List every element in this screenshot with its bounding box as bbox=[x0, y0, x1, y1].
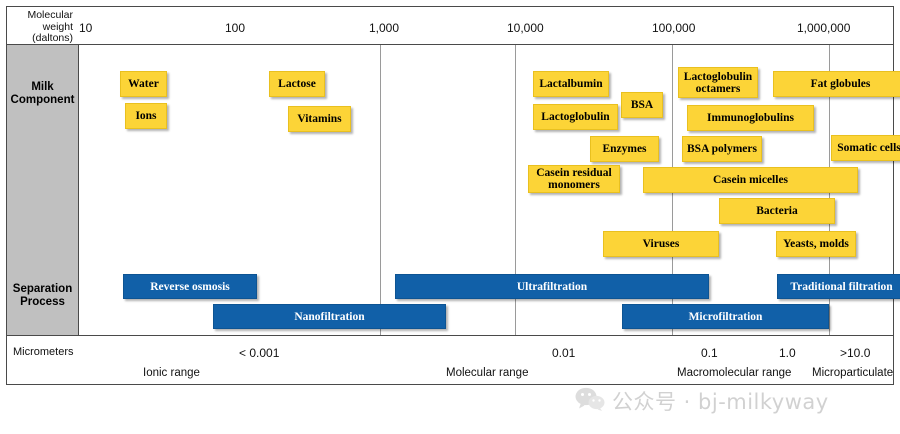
milk-component-box: Enzymes bbox=[590, 136, 659, 162]
size-range-label: Molecular range bbox=[446, 367, 529, 379]
molecular-weight-tick: 100 bbox=[225, 21, 246, 35]
mw-label-line-1: Molecular bbox=[27, 9, 73, 21]
milk-component-box: Water bbox=[120, 71, 167, 97]
sidebar-label-milk-component: Milk Component bbox=[10, 81, 75, 106]
milk-component-box: Lactoglobulin bbox=[533, 104, 618, 130]
size-range-label: Microparticulate bbox=[812, 367, 894, 379]
separation-process-box: Ultrafiltration bbox=[395, 274, 709, 299]
milk-component-box: Casein micelles bbox=[643, 167, 858, 193]
separation-process-box: Traditional filtration bbox=[777, 274, 900, 299]
micrometer-axis: Micrometers < 0.001 0.01 0.1 1.0 >10.0 Ionic… bbox=[7, 335, 893, 385]
milk-component-box: Fat globules bbox=[773, 71, 900, 97]
milk-filtration-chart: Molecular weight (daltons) 10 100 1,000 10,… bbox=[6, 6, 900, 385]
micrometer-tick: >10.0 bbox=[840, 346, 871, 360]
molecular-weight-axis-label: Molecular weight (daltons) bbox=[11, 9, 73, 45]
separation-process-box: Nanofiltration bbox=[213, 304, 446, 329]
molecular-weight-tick: 1,000 bbox=[369, 21, 400, 35]
gridline bbox=[380, 45, 381, 335]
molecular-weight-axis: Molecular weight (daltons) 10 100 1,000 10,… bbox=[7, 7, 893, 45]
molecular-weight-tick: 100,000 bbox=[652, 21, 696, 35]
size-range-label: Macromolecular range bbox=[677, 367, 792, 379]
milk-component-box: Lactalbumin bbox=[533, 71, 609, 97]
milk-component-box: Bacteria bbox=[719, 198, 835, 224]
row-category-sidebar: Milk Component Separation Process bbox=[7, 45, 79, 335]
milk-component-box: Yeasts, molds bbox=[776, 231, 856, 257]
wechat-watermark: 公众号 · bj-milkyway bbox=[575, 386, 829, 416]
micrometer-axis-label: Micrometers bbox=[13, 346, 74, 358]
gridline bbox=[515, 45, 516, 335]
milk-component-box: Viruses bbox=[603, 231, 719, 257]
milk-component-box: Immunoglobulins bbox=[687, 105, 814, 131]
molecular-weight-tick: 1,000,000 bbox=[797, 21, 851, 35]
mw-label-line-2: weight bbox=[42, 20, 73, 33]
micrometer-tick: 0.1 bbox=[701, 346, 718, 360]
molecular-weight-tick: 10,000 bbox=[507, 21, 544, 35]
milk-component-box: Ions bbox=[125, 103, 167, 129]
milk-component-box: BSA bbox=[621, 92, 663, 118]
milk-component-box: Vitamins bbox=[288, 106, 351, 132]
wechat-icon bbox=[575, 387, 605, 416]
milk-component-box: BSA polymers bbox=[682, 136, 762, 162]
separation-process-box: Reverse osmosis bbox=[123, 274, 257, 299]
separation-process-box: Microfiltration bbox=[622, 304, 829, 329]
milk-component-box: Somatic cells bbox=[831, 135, 900, 161]
micrometer-tick: 1.0 bbox=[779, 346, 796, 360]
sidebar-label-separation-process: Separation Process bbox=[12, 283, 73, 308]
milk-component-box: Casein residual monomers bbox=[528, 165, 620, 193]
watermark-text: 公众号 · bj-milkyway bbox=[612, 390, 829, 414]
milk-component-box: Lactose bbox=[269, 71, 325, 97]
micrometer-tick: < 0.001 bbox=[239, 346, 280, 360]
size-range-label: Ionic range bbox=[143, 367, 200, 379]
milk-component-box: Lactoglobulin octamers bbox=[678, 67, 758, 98]
mw-label-line-3: (daltons) bbox=[32, 32, 73, 44]
micrometer-tick: 0.01 bbox=[552, 346, 576, 360]
molecular-weight-tick: 10 bbox=[79, 21, 93, 35]
